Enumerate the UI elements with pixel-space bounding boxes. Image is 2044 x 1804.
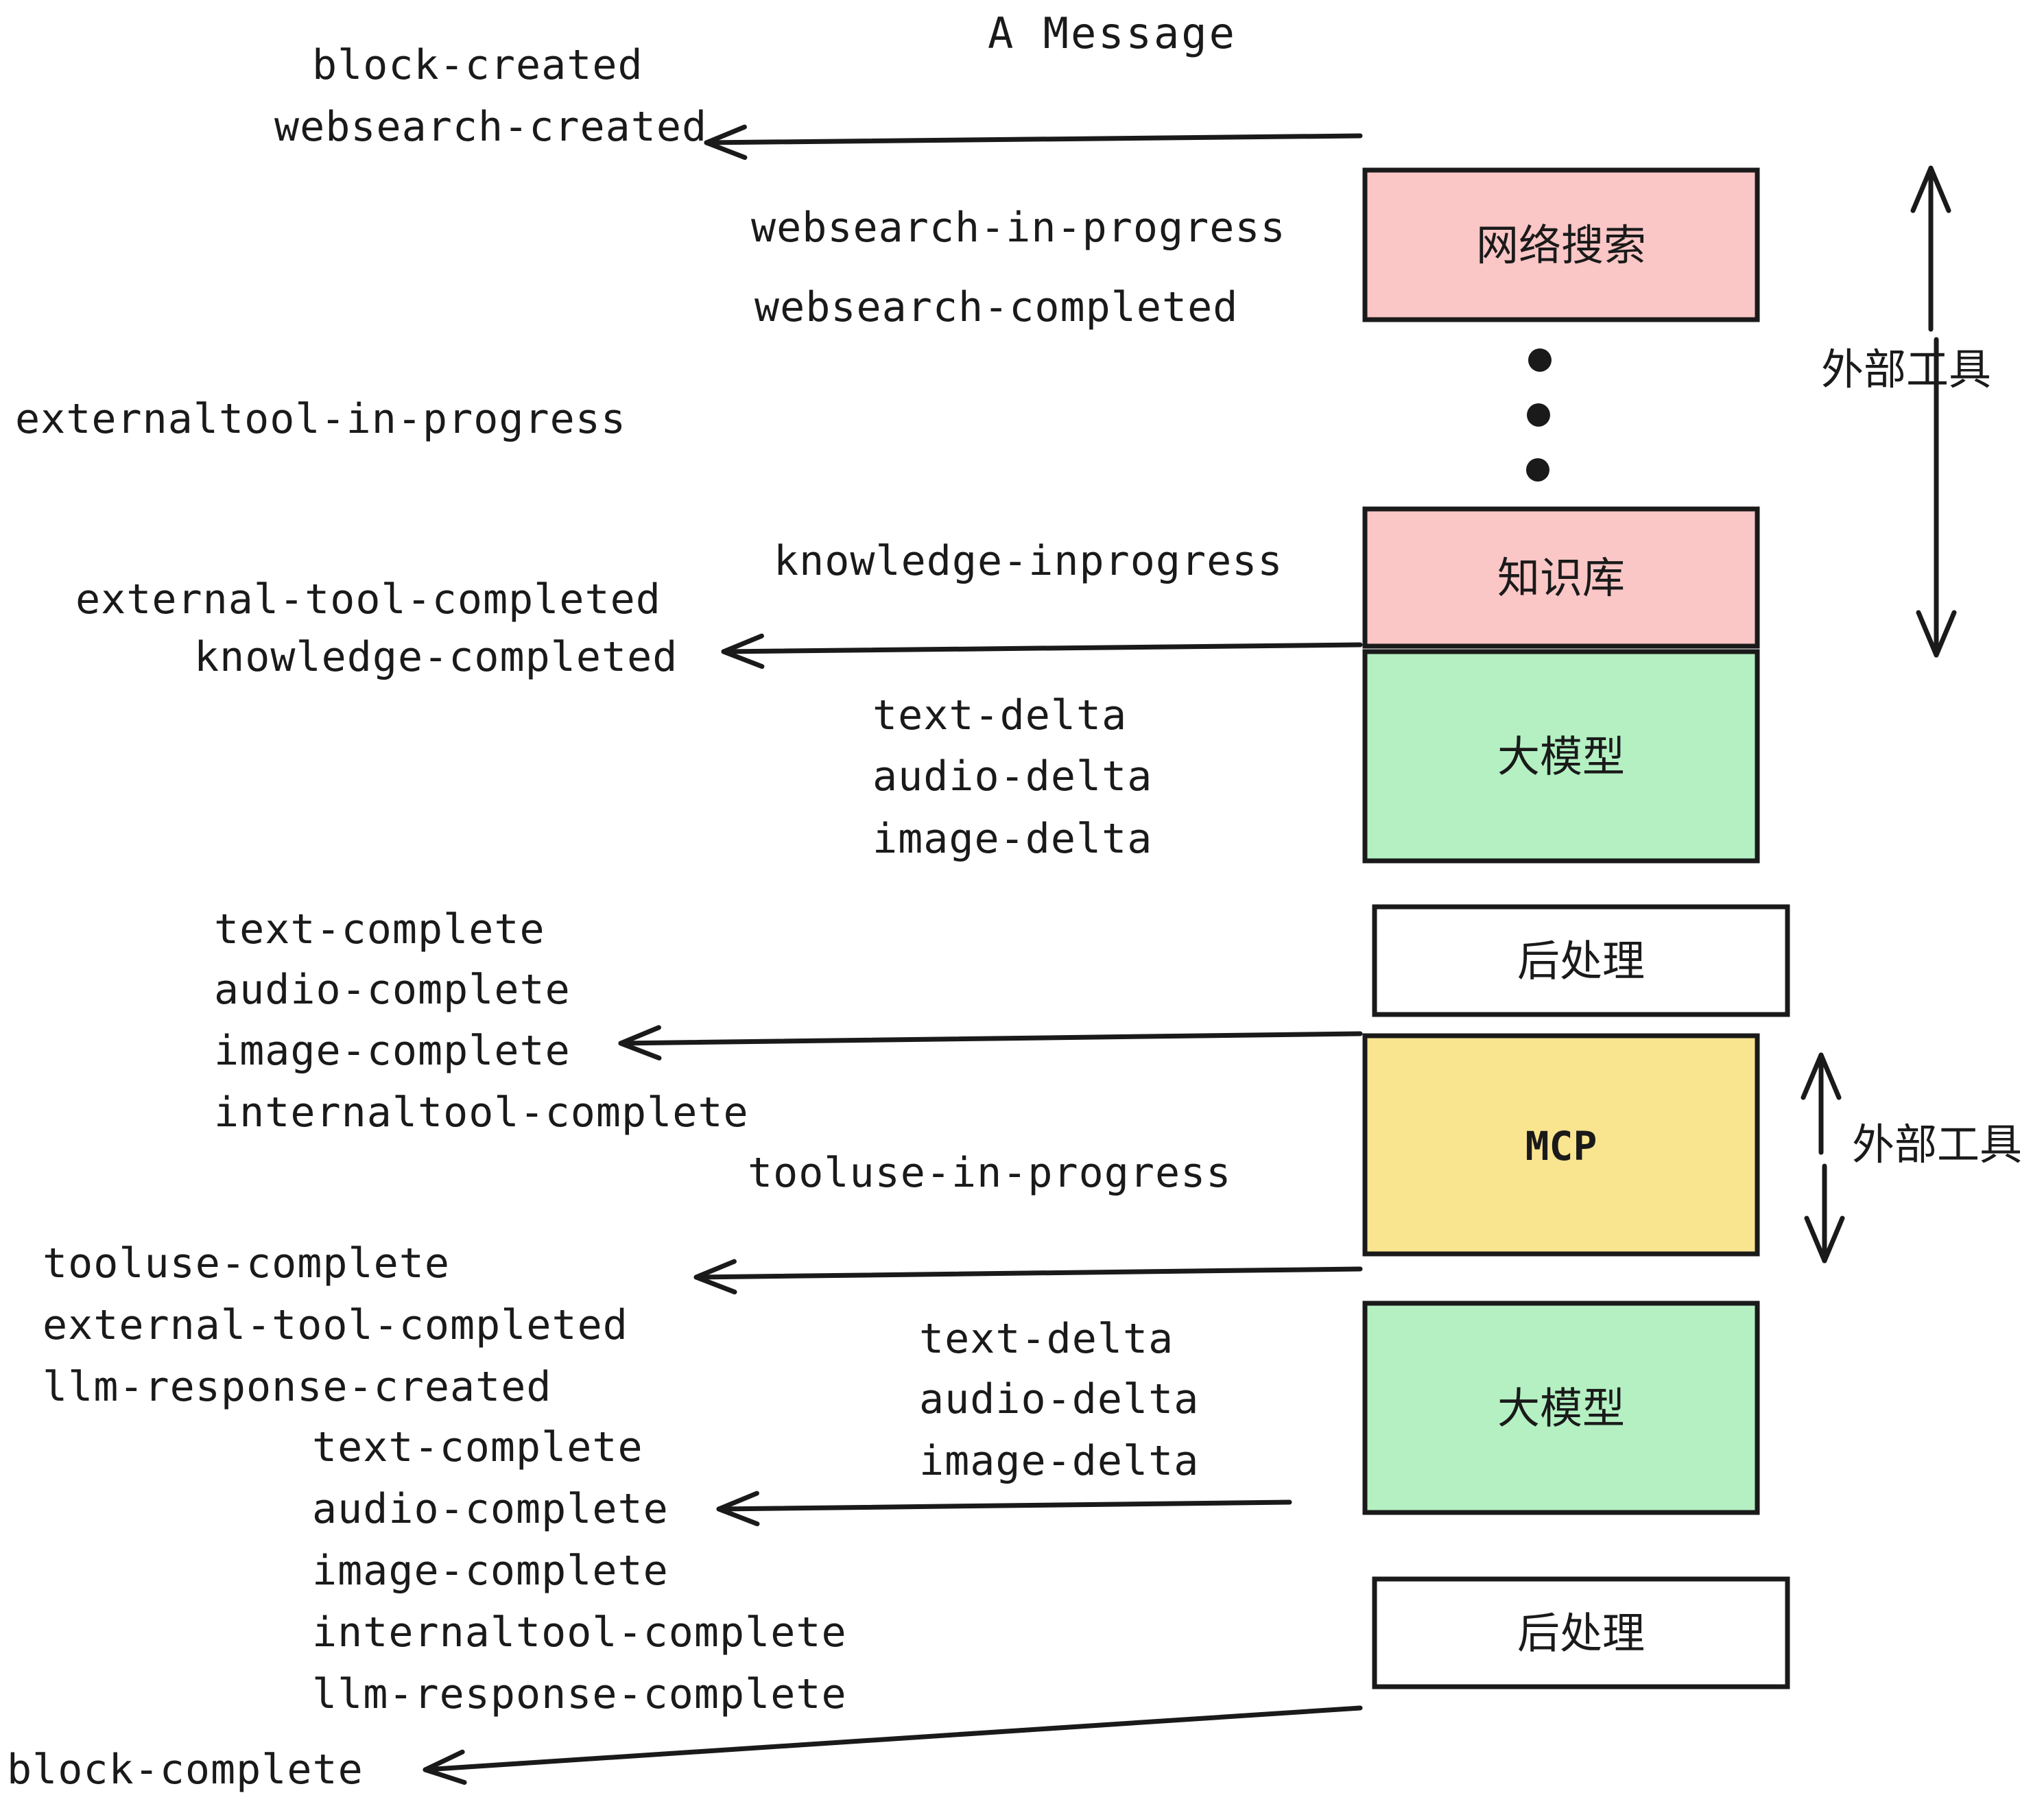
event-label-audio-complete-2: audio-complete [312,1485,669,1533]
side-label-external-tools-bottom: 外部工具 [1852,1119,2022,1170]
box-label-llm-2: 大模型 [1497,1384,1625,1434]
event-label-text-complete-2: text-complete [312,1423,643,1471]
box-label-postprocess-2: 后处理 [1517,1609,1645,1659]
event-label-text-delta-2: text-delta [919,1315,1174,1363]
box-rect-llm-1 [1362,649,1760,864]
event-label-websearch-completed: websearch-completed [754,283,1238,331]
box-rect-postprocess-1 [1372,904,1790,1017]
box-label-web-search: 网络搜索 [1476,220,1646,270]
event-label-internaltool-complete-1: internaltool-complete [214,1089,749,1137]
arrow-block-created-icon [704,124,1363,161]
event-label-block-complete: block-complete [7,1746,364,1794]
event-label-llm-response-complete: llm-response-complete [312,1670,847,1718]
arrow-tooluse-complete-icon [693,1259,1363,1295]
box-postprocess-1[interactable]: 后处理 [1372,904,1790,1017]
box-rect-knowledge-base [1362,506,1760,649]
external-tools-arrow-down-1-icon [1916,337,1957,658]
event-label-audio-delta-1: audio-delta [872,752,1152,800]
ellipsis-dots [1526,348,1552,482]
box-postprocess-2[interactable]: 后处理 [1372,1576,1790,1689]
external-tools-arrow-up-2-icon [1801,1052,1842,1155]
box-label-mcp: MCP [1525,1123,1597,1170]
ellipsis-dot-1 [1528,348,1552,372]
event-label-text-complete-1: text-complete [214,905,545,953]
box-rect-llm-2 [1362,1301,1760,1515]
box-web-search[interactable]: 网络搜索 [1362,167,1760,322]
event-label-block-created: block-created [312,41,643,89]
external-tools-arrow-down-2-icon [1804,1163,1845,1263]
box-rect-postprocess-2 [1372,1576,1790,1689]
event-label-internaltool-complete-2: internaltool-complete [312,1609,847,1657]
event-label-audio-delta-2: audio-delta [919,1375,1199,1423]
event-label-websearch-in-progress: websearch-in-progress [751,204,1286,252]
arrow-image-complete-icon [618,1025,1363,1061]
event-label-text-delta-1: text-delta [872,691,1127,739]
box-label-postprocess-1: 后处理 [1517,936,1645,986]
event-label-tooluse-complete: tooluse-complete [43,1239,450,1287]
ellipsis-dot-3 [1526,458,1549,482]
box-rect-mcp [1362,1033,1760,1257]
box-label-llm-1: 大模型 [1497,732,1625,782]
arrow-knowledge-icon [721,633,1363,669]
event-label-image-complete-1: image-complete [214,1027,571,1075]
event-label-external-tool-completed-1: external-tool-completed [75,575,661,624]
box-label-knowledge-base: 知识库 [1497,553,1625,603]
event-label-websearch-created: websearch-created [274,103,707,151]
event-label-group: block-created websearch-created websearch-… [7,41,1286,1794]
event-label-tooluse-in-progress: tooluse-in-progress [748,1149,1231,1197]
event-label-external-tool-completed-2: external-tool-completed [43,1301,628,1349]
arrow-audio-complete-icon [716,1491,1292,1527]
box-llm-1[interactable]: 大模型 [1362,649,1760,864]
box-knowledge-base[interactable]: 知识库 [1362,506,1760,649]
box-mcp[interactable]: MCP [1362,1033,1760,1257]
event-label-llm-response-created: llm-response-created [43,1363,551,1411]
box-rect-web-search [1362,167,1760,322]
event-label-knowledge-inprogress: knowledge-inprogress [774,537,1283,585]
event-label-image-delta-1: image-delta [872,815,1152,863]
event-label-externaltool-in-progress: externaltool-in-progress [15,395,626,443]
event-label-knowledge-completed: knowledge-completed [194,633,678,681]
side-label-external-tools-top: 外部工具 [1821,344,1991,394]
arrow-group [423,124,1363,1785]
page-title: A Message [988,8,1237,58]
vertical-arrow-group [1801,165,1957,1263]
event-label-image-delta-2: image-delta [919,1437,1199,1485]
box-llm-2[interactable]: 大模型 [1362,1301,1760,1515]
arrow-block-complete-icon [423,1705,1363,1785]
ellipsis-dot-2 [1527,403,1550,427]
external-tools-arrow-up-1-icon [1910,165,1951,332]
event-label-image-complete-2: image-complete [312,1547,669,1595]
event-label-audio-complete-1: audio-complete [214,966,571,1014]
